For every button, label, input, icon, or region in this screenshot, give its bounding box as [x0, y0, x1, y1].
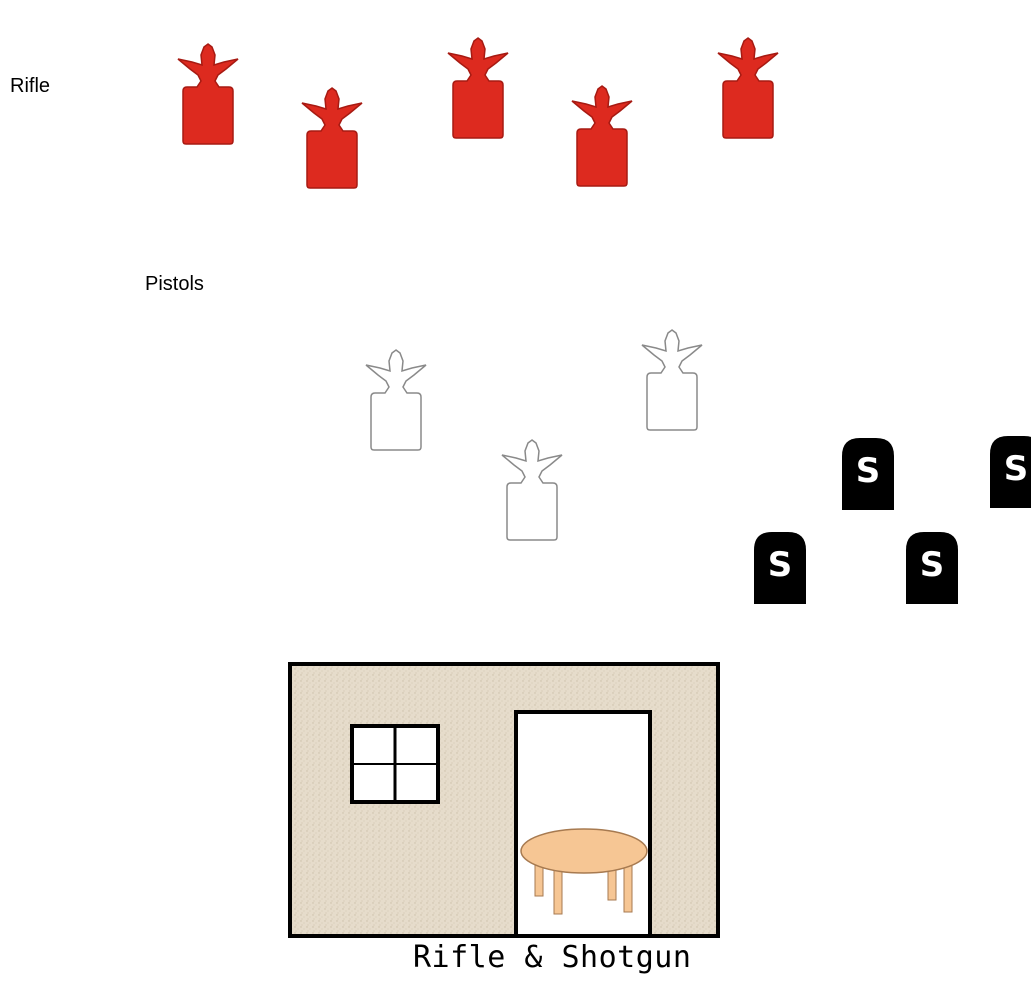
- rifle-target[interactable]: [176, 14, 242, 170]
- shotgun-plate[interactable]: S: [842, 438, 894, 510]
- shotgun-plate[interactable]: S: [906, 532, 958, 604]
- shotgun-plate[interactable]: S: [990, 436, 1031, 508]
- table[interactable]: [520, 828, 648, 915]
- pistol-target[interactable]: [640, 300, 706, 456]
- window: [350, 724, 440, 804]
- shotgun-plate[interactable]: S: [754, 532, 806, 604]
- rifle-target[interactable]: [446, 8, 512, 164]
- pistols-label: Pistols: [145, 273, 204, 295]
- pistol-target[interactable]: [500, 410, 566, 566]
- plate-letter: S: [1004, 449, 1029, 489]
- rifle-target[interactable]: [716, 8, 782, 164]
- plate-letter: S: [856, 451, 881, 491]
- plate-letter: S: [920, 545, 945, 585]
- plate-letter: S: [768, 545, 793, 585]
- building: [288, 662, 720, 938]
- stage-caption: Rifle & Shotgun: [413, 940, 692, 975]
- pistol-target[interactable]: [364, 320, 430, 476]
- rifle-label: Rifle: [10, 75, 51, 97]
- rifle-target[interactable]: [570, 56, 636, 212]
- rifle-target[interactable]: [300, 58, 366, 214]
